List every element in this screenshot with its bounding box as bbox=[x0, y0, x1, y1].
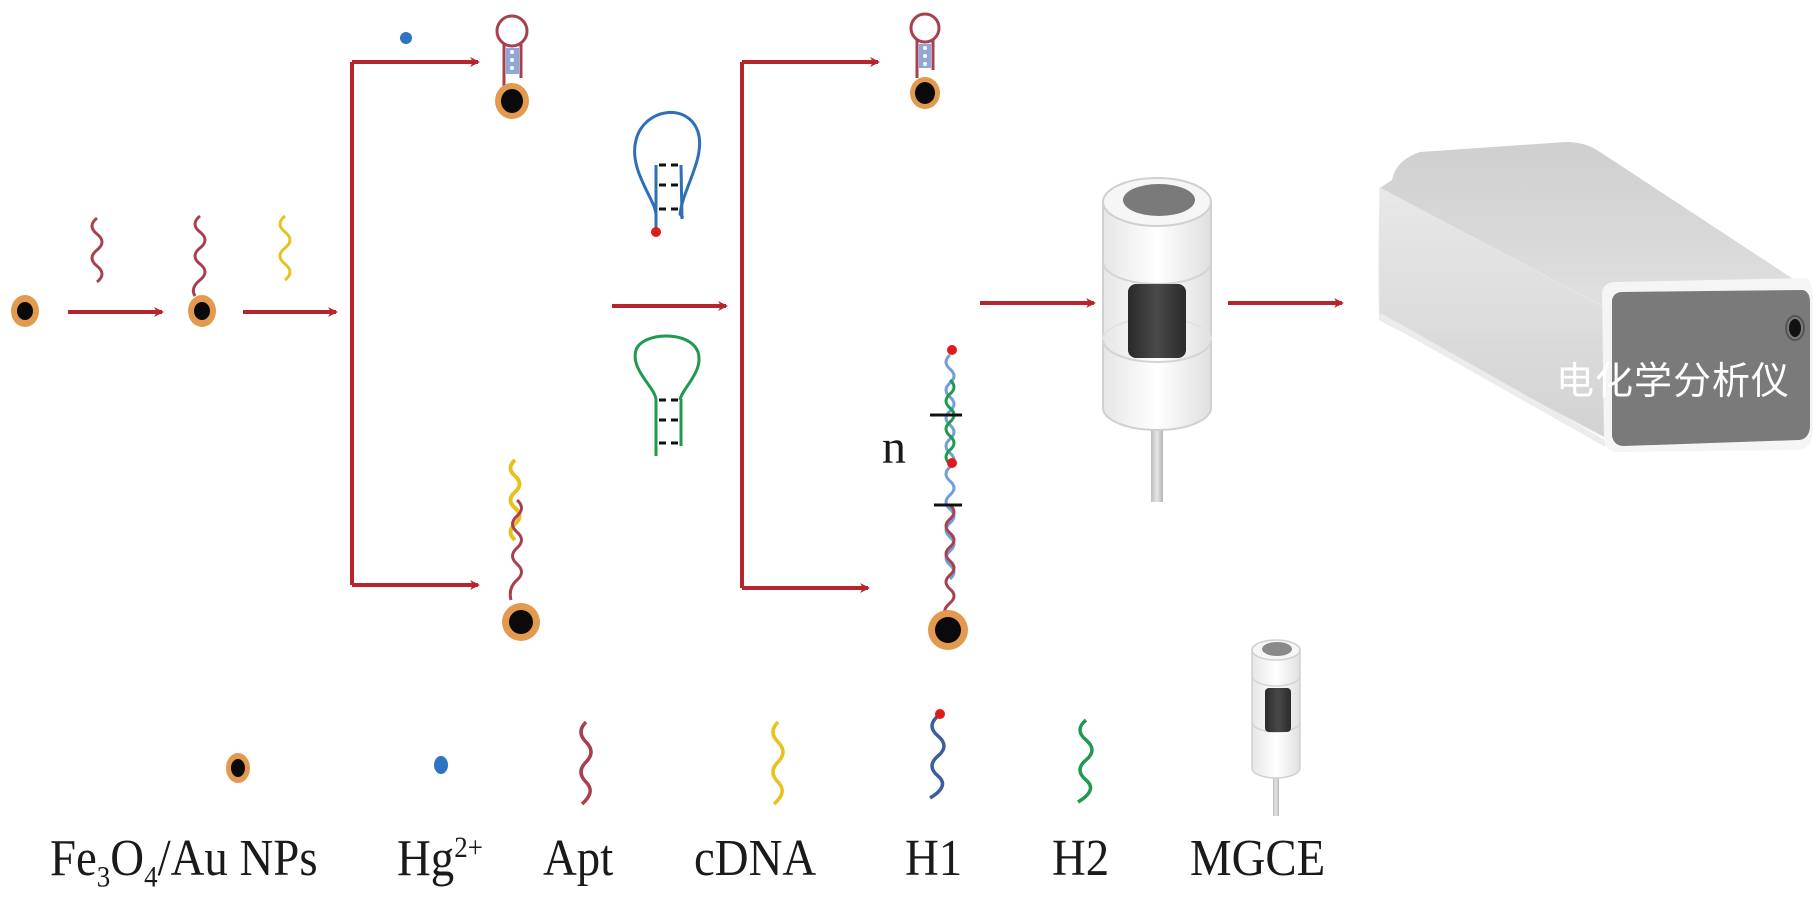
nanoparticle-start bbox=[11, 295, 39, 327]
repeat-count-label: n bbox=[882, 421, 906, 474]
h2-hairpin bbox=[633, 334, 701, 456]
apt-strand-free bbox=[90, 216, 104, 284]
legend-label-h1: H1 bbox=[905, 830, 963, 887]
hcr-polymer-on-np bbox=[928, 345, 968, 650]
electrochemical-analyzer bbox=[1378, 142, 1813, 452]
h1-hairpin bbox=[633, 110, 701, 237]
legend-apt-icon bbox=[579, 720, 593, 806]
legend-label-h2: H2 bbox=[1052, 830, 1110, 887]
legend-hg-icon bbox=[434, 756, 448, 774]
apt-cdna-duplex-on-np bbox=[502, 458, 540, 641]
apt-hairpin-on-np bbox=[495, 14, 529, 119]
nanoparticle-apt bbox=[188, 214, 216, 327]
cdna-strand-free bbox=[278, 214, 292, 282]
apt-hairpin-no-hcr bbox=[909, 12, 941, 109]
instrument-label: 电化学分析仪 bbox=[1556, 359, 1791, 403]
legend-mgce-icon bbox=[1251, 639, 1301, 816]
mgce-electrode bbox=[1102, 177, 1212, 502]
hg-ion bbox=[400, 32, 412, 44]
legend-cdna-icon bbox=[771, 720, 785, 806]
legend-h2-icon bbox=[1077, 718, 1094, 804]
legend-label-cdna: cDNA bbox=[694, 830, 817, 887]
legend-np-icon bbox=[226, 753, 250, 783]
arrows bbox=[68, 57, 1344, 593]
legend-h1-icon bbox=[929, 709, 946, 800]
legend-label-np: Fe3O4/Au NPs bbox=[50, 830, 318, 894]
legend-symbols bbox=[226, 639, 1301, 816]
legend-label-apt: Apt bbox=[543, 830, 614, 887]
legend-label-hg: Hg2+ bbox=[397, 830, 483, 888]
legend-label-mgce: MGCE bbox=[1190, 830, 1326, 887]
